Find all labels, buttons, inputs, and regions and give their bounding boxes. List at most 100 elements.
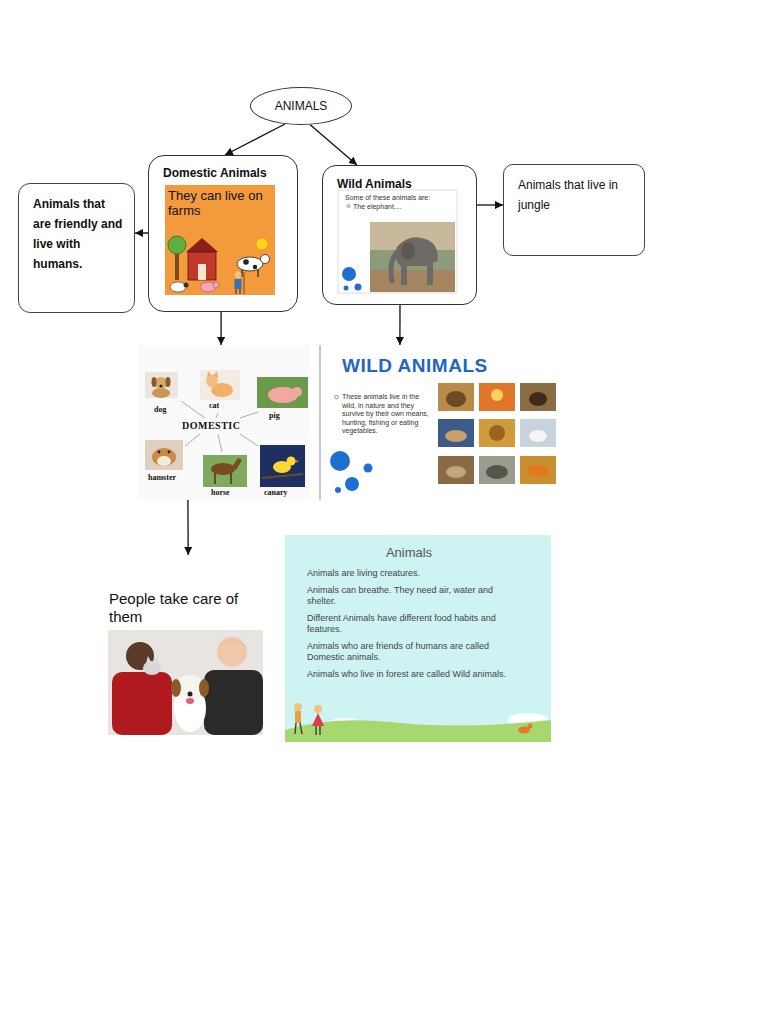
wild-slide-part <box>438 383 474 411</box>
photo-caption: People take care of them <box>109 590 261 626</box>
wild-slide-part <box>438 419 474 447</box>
domestic-collage-part <box>295 460 299 463</box>
definition-box: Animals that live in jungle <box>503 164 645 256</box>
wild-slide: WILD ANIMALSThese animals live in the wi… <box>320 345 562 500</box>
elephant-slide <box>338 190 457 293</box>
text-anchor: The elephant.... <box>353 203 402 210</box>
photo-caption-box: People take care of them <box>105 555 265 735</box>
farm-picture-part <box>243 259 249 265</box>
domestic-collage-part <box>166 377 171 387</box>
animal-label: horse <box>211 488 230 497</box>
people-photo-part <box>188 692 193 697</box>
domestic-collage-part <box>232 458 242 470</box>
node-title: ANIMALS <box>275 99 328 113</box>
farm-picture-part <box>213 282 219 288</box>
box-title: Wild Animals <box>337 177 412 191</box>
box-title: Domestic Animals <box>163 166 267 180</box>
wild-slide-part <box>319 345 321 500</box>
text-anchor: cat <box>209 401 219 410</box>
wild-slide-part <box>479 419 515 447</box>
people-photo-part <box>199 679 209 697</box>
domestic-collage-part <box>152 377 157 387</box>
definition-box: Animals that are friendly and live with … <box>18 183 135 313</box>
farm-picture-part <box>253 265 257 269</box>
people-photo-part <box>108 630 263 735</box>
wild-slide-part <box>520 456 556 484</box>
domestic-collage-part <box>160 385 163 388</box>
animals-slide-part <box>314 705 322 713</box>
domestic-collage-part <box>218 434 222 452</box>
animals-slide-part <box>285 535 551 742</box>
text-anchor: They can live on farms <box>168 188 272 218</box>
domestic-collage-part <box>158 451 161 454</box>
wild-slide-part <box>335 395 339 399</box>
slide-bullet: Animals are living creatures. <box>307 568 511 579</box>
domestic-collage-part <box>262 474 303 478</box>
wild-slide-part <box>445 430 467 442</box>
elephant-slide-part <box>396 237 438 285</box>
root-ellipse: ANIMALS <box>250 87 352 125</box>
people-photo-part <box>217 637 247 667</box>
animal-label: canary <box>264 488 288 497</box>
farm-picture-part <box>257 270 258 277</box>
slide-bullet-text: The elephant.... <box>353 203 402 210</box>
domestic-collage-part <box>203 455 247 487</box>
animals-slide-part <box>285 720 551 742</box>
people-photo-part <box>204 670 263 735</box>
collage-heading: DOMESTIC <box>182 420 240 432</box>
domestic-collage-part <box>230 473 232 484</box>
text-anchor: hamster <box>148 473 176 482</box>
farm-picture-part <box>256 238 268 250</box>
farm-picture-part <box>244 272 245 294</box>
text-anchor: horse <box>211 488 230 497</box>
domestic-collage-part <box>145 372 178 398</box>
people-photo-part <box>217 640 247 648</box>
domestic-collage-part <box>240 412 258 418</box>
slide-text: Some of these animals are: <box>345 194 430 201</box>
elephant-slide-part <box>401 242 415 260</box>
wild-slide-part <box>479 383 515 411</box>
farm-picture-part <box>235 279 242 289</box>
definition-text: Animals that live in jungle <box>518 175 634 215</box>
text-anchor: pig <box>269 411 280 420</box>
farm-picture-part <box>241 270 242 277</box>
animal-label: pig <box>269 411 280 420</box>
animals-slide-part <box>295 711 301 723</box>
text-anchor: Domestic Animals <box>163 166 267 180</box>
collage-picture: DOMESTICdogcatpighamsterhorsecanary <box>138 345 310 500</box>
animal-label: hamster <box>148 473 176 482</box>
farm-picture-part <box>186 238 218 252</box>
farm-picture-part <box>239 289 240 294</box>
animals-slide-part <box>295 723 296 734</box>
farm-picture-part <box>188 252 216 280</box>
wild-slide-part <box>479 456 515 484</box>
wild-slide-part <box>446 391 466 407</box>
wild-slide-part <box>320 345 562 500</box>
animal-label: cat <box>209 401 219 410</box>
farm-picture-part <box>184 283 189 288</box>
domestic-collage-part <box>157 456 171 466</box>
slide-title: Animals <box>307 545 511 560</box>
category-box: Wild AnimalsSome of these animals are: Th… <box>322 165 477 305</box>
domestic-collage-part <box>287 457 296 466</box>
arrow-connector <box>187 500 189 555</box>
picture-caption: They can live on farms <box>168 188 272 218</box>
arrow-connector <box>135 232 148 233</box>
category-box: Domestic AnimalsThey can live on farms <box>148 155 298 312</box>
elephant-slide-part <box>391 250 399 281</box>
wild-slide <box>320 345 562 500</box>
farm-picture-part <box>165 185 275 295</box>
domestic-collage-part <box>240 434 258 446</box>
domestic-collage-part <box>168 451 171 454</box>
wild-slide-part <box>520 383 556 411</box>
people-photo-part <box>112 672 172 735</box>
animals-slide-part <box>294 703 302 711</box>
elephant-slide-part <box>370 270 455 292</box>
slide-bullet: Animals can breathe. They need air, wate… <box>307 585 511 607</box>
farm-picture-part <box>175 250 179 280</box>
domestic-collage-part <box>207 371 212 378</box>
animals-slide-part <box>300 723 302 734</box>
elephant-slide-part <box>344 286 349 291</box>
people-photo-part <box>146 656 151 663</box>
